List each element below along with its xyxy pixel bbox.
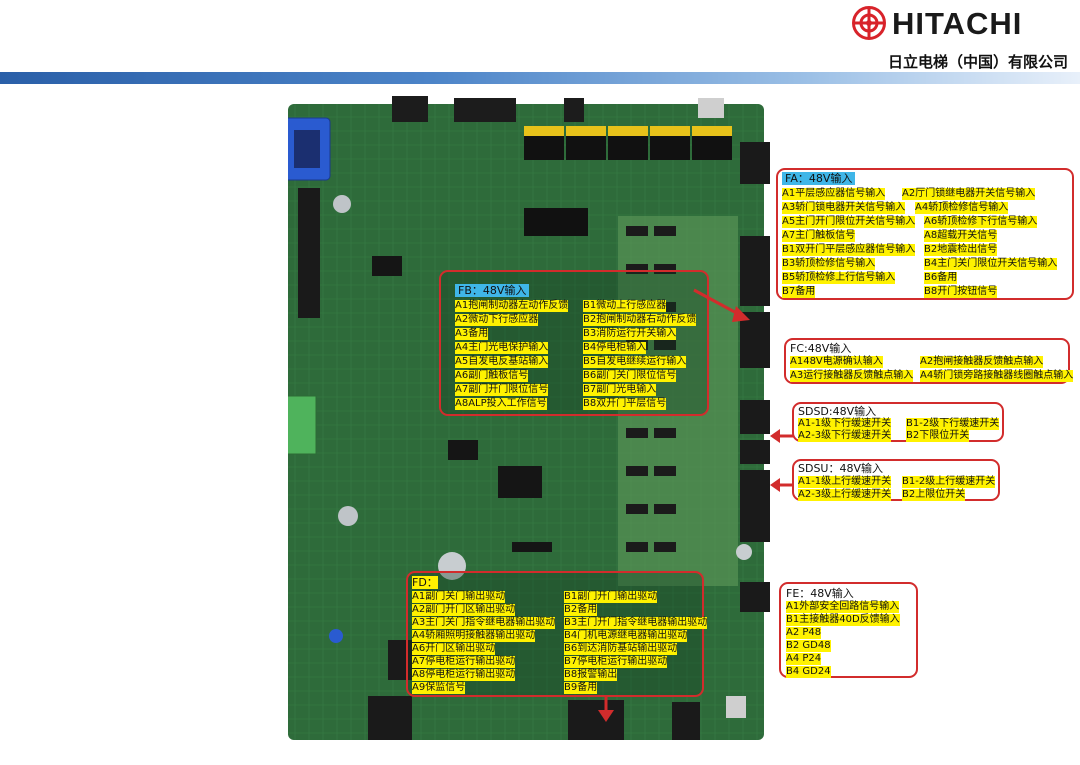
fb-row-5-right: B5自发电继续运行输入	[583, 356, 687, 368]
fd-row-3-left: A3主门关门指令继电器输出驱动	[412, 617, 556, 629]
fd-row-4-right: B4门机电源继电器输出驱动	[564, 630, 688, 642]
fa-row-5-right: B2地震检出信号	[924, 244, 998, 256]
fc-title: FC:48V输入	[790, 342, 852, 355]
fd-row-5-left: A6开门区输出驱动	[412, 643, 496, 655]
fd-row-3-right: B3主门开门指令继电器输出驱动	[564, 617, 708, 629]
fd-row-2-left: A2副门开门区输出驱动	[412, 604, 516, 616]
sdsd-row-2-left: A2-3级下行缓速开关	[798, 430, 892, 442]
company-subtitle: 日立电梯（中国）有限公司	[887, 53, 1068, 71]
sdsd-row-1-right: B1-2级下行缓速开关	[906, 418, 1000, 430]
sdsu-row-2-left: A2-3级上行缓速开关	[798, 489, 892, 501]
fd-row-4-left: A4轿厢照明接触器输出驱动	[412, 630, 536, 642]
fa-row-3-right: A6轿顶检修下行信号输入	[924, 216, 1038, 228]
fe-row-4: B2 GD48	[786, 640, 831, 652]
fa-row-2-right: A4轿顶检修信号输入	[915, 202, 1009, 214]
fb-row-2-right: B2抱闸制动器右动作反馈	[583, 314, 697, 326]
sdsd-callout: SDSD:48V输入 A1-1级下行缓速开关 B1-2级下行缓速开关 A2-3级…	[792, 402, 1004, 442]
fb-row-7-right: B7副门光电输入	[583, 384, 657, 396]
fd-row-1-left: A1副门关门输出驱动	[412, 591, 506, 603]
fd-row-1-right: B1副门开门输出驱动	[564, 591, 658, 603]
fb-row-4-right: B4停电柜输入	[583, 342, 647, 354]
fa-row-6-left: B3轿顶检修信号输入	[782, 258, 876, 270]
fa-row-8-right: B8开门按钮信号	[924, 286, 998, 298]
fb-title: FB：48V输入	[455, 284, 530, 297]
fa-row-3-left: A5主门开门限位开关信号输入	[782, 216, 916, 228]
fc-row-2-right: A4轿门锁旁路接触器线圈触点输入	[920, 370, 1074, 382]
fb-row-2-left: A2微动下行感应器	[455, 314, 539, 326]
fb-row-8-left: A8ALP投入工作信号	[455, 398, 547, 410]
fa-row-2-left: A3轿门锁电器开关信号输入	[782, 202, 906, 214]
fb-row-3-left: A3备用	[455, 328, 489, 340]
fe-row-2: B1主接触器40D反馈输入	[786, 614, 900, 626]
fa-row-1-right: A2厅门锁继电器开关信号输入	[902, 188, 1036, 200]
fb-row-6-left: A6副门触板信号	[455, 370, 529, 382]
fd-row-7-left: A8停电柜运行输出驱动	[412, 669, 516, 681]
sdsu-callout: SDSU：48V输入 A1-1级上行缓速开关 B1-2级上行缓速开关 A2-3级…	[792, 459, 1000, 501]
sdsu-title: SDSU：48V输入	[798, 462, 884, 475]
fb-row-8-right: B8双开门平层信号	[583, 398, 667, 410]
fd-callout: FD： A1副门关门输出驱动 B1副门开门输出驱动 A2副门开门区输出驱动 B2…	[406, 571, 708, 697]
fc-callout: FC:48V输入 A148V电源确认输入 A2抱闸接触器反馈触点输入 A3运行接…	[784, 338, 1074, 384]
sdsd-row-2-right: B2下限位开关	[906, 430, 970, 442]
fe-title: FE：48V输入	[786, 587, 854, 600]
fd-row-8-right: B9备用	[564, 682, 598, 694]
fa-row-5-left: B1双开门平层感应器信号输入	[782, 244, 916, 256]
fe-row-5: A4 P24	[786, 653, 822, 665]
fb-row-1-left: A1抱闸制动器左动作反馈	[455, 300, 569, 312]
brand-logo: HITACHI	[852, 6, 1074, 40]
sdsu-row-2-right: B2上限位开关	[902, 489, 966, 501]
fa-title: FA：48V输入	[782, 172, 856, 185]
fe-row-3: A2 P48	[786, 627, 822, 639]
fa-row-4-right: A8超载开关信号	[924, 230, 998, 242]
sdsd-row-1-left: A1-1级下行缓速开关	[798, 418, 892, 430]
fc-row-1-right: A2抱闸接触器反馈触点输入	[920, 356, 1044, 368]
arrow-sdsu	[770, 478, 794, 492]
fa-callout: FA：48V输入 A1平层感应器信号输入 A2厅门锁继电器开关信号输入 A3轿门…	[776, 168, 1074, 300]
arrow-sdsd	[770, 429, 794, 443]
fd-row-8-left: A9保监信号	[412, 682, 466, 694]
fd-row-2-right: B2备用	[564, 604, 598, 616]
fb-callout: FB：48V输入 A1抱闸制动器左动作反馈 B1微动上行感应器 A2微动下行感应…	[439, 270, 709, 416]
fb-row-4-left: A4主门光电保护输入	[455, 342, 549, 354]
fe-row-1: A1外部安全回路信号输入	[786, 601, 900, 613]
fd-row-5-right: B6到达消防基站输出驱动	[564, 643, 678, 655]
fb-row-7-left: A7副门开门限位信号	[455, 384, 549, 396]
sdsu-row-1-right: B1-2级上行缓速开关	[902, 476, 996, 488]
hitachi-logo-icon	[852, 6, 886, 40]
arrow-fd-down	[598, 696, 614, 722]
fb-row-5-left: A5自发电反基站输入	[455, 356, 549, 368]
fa-row-8-left: B7备用	[782, 286, 816, 298]
sdsd-title: SDSD:48V输入	[798, 405, 877, 418]
fa-row-6-right: B4主门关门限位开关信号输入	[924, 258, 1058, 270]
arrow-fb-to-fa-connector	[693, 288, 750, 322]
fd-row-6-right: B7停电柜运行输出驱动	[564, 656, 668, 668]
fa-row-1-left: A1平层感应器信号输入	[782, 188, 886, 200]
fa-row-7-right: B6备用	[924, 272, 958, 284]
fd-row-7-right: B8报警输出	[564, 669, 618, 681]
fb-row-3-right: B3消防运行开关输入	[583, 328, 677, 340]
fc-row-2-left: A3运行接触器反馈触点输入	[790, 370, 914, 382]
fb-row-6-right: B6副门关门限位信号	[583, 370, 677, 382]
fe-row-6: B4 GD24	[786, 666, 831, 678]
fb-row-1-right: B1微动上行感应器	[583, 300, 667, 312]
fd-row-6-left: A7停电柜运行输出驱动	[412, 656, 516, 668]
sdsu-row-1-left: A1-1级上行缓速开关	[798, 476, 892, 488]
fe-callout: FE：48V输入 A1外部安全回路信号输入 B1主接触器40D反馈输入 A2 P…	[779, 582, 918, 678]
top-accent-bar	[0, 72, 1080, 84]
fa-row-4-left: A7主门触板信号	[782, 230, 856, 242]
fc-row-1-left: A148V电源确认输入	[790, 356, 883, 368]
fd-title: FD：	[412, 576, 438, 589]
brand-name: HITACHI	[892, 6, 1023, 41]
fa-row-7-left: B5轿顶检修上行信号输入	[782, 272, 896, 284]
